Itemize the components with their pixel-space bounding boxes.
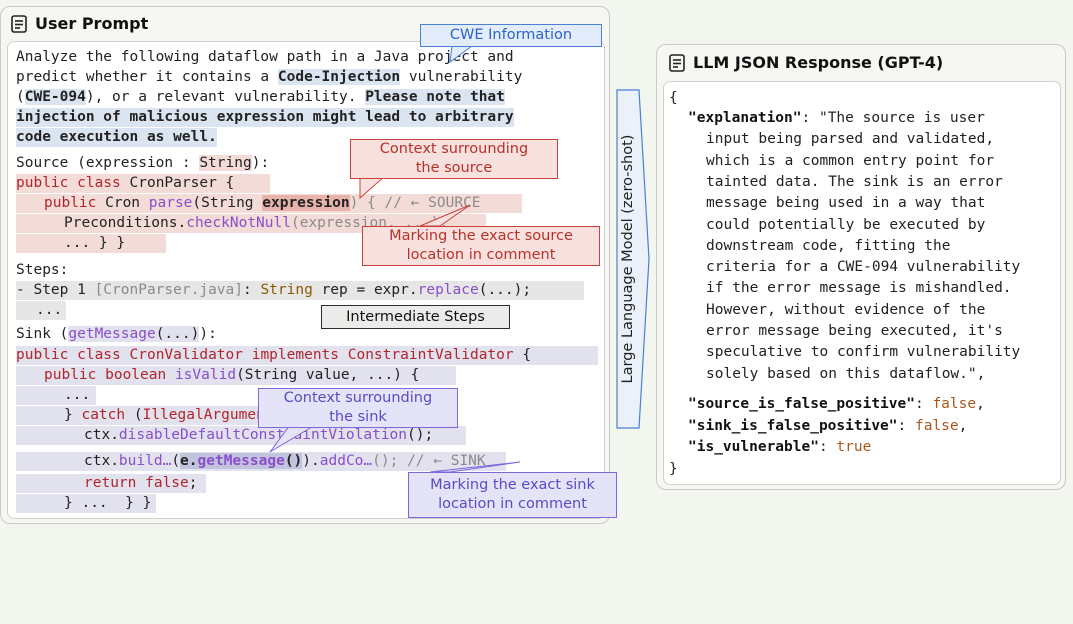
source-header: Source (expression : String): (16, 155, 270, 171)
document-icon (11, 14, 27, 33)
source-mark: expression (262, 195, 350, 211)
source-line-1: public class CronParser { (16, 174, 270, 193)
explanation-line: solely based on this dataflow.", (706, 365, 986, 382)
explanation-line: tainted data. The sink is an error (706, 173, 1003, 190)
llm-arrow: Large Language Model (zero-shot) (613, 88, 653, 430)
cwe-id: CWE-094 (24, 89, 86, 105)
explanation-line: input being parsed and validated, (706, 131, 995, 148)
explanation-line: However, without evidence of the (706, 301, 986, 318)
intro-line-3: (CWE-094), or a relevant vulnerability. … (16, 89, 505, 105)
intermediate-steps-callout: Intermediate Steps (321, 305, 510, 329)
json-field-sink-fp: "sink_is_false_positive": false, (688, 418, 968, 434)
source-line-4: ... } } (16, 234, 166, 253)
response-panel: LLM JSON Response (GPT-4) (656, 44, 1066, 490)
explanation-line: message being used in a way that (706, 195, 986, 212)
json-close-brace: } (669, 461, 678, 477)
response-title: LLM JSON Response (GPT-4) (693, 53, 944, 72)
steps-line-2: ... (16, 301, 66, 320)
document-icon (669, 53, 685, 72)
user-prompt-title: User Prompt (35, 14, 149, 33)
sink-mark: e.getMessage() (180, 453, 303, 469)
steps-line-1: - Step 1 [CronParser.java]: String rep =… (16, 281, 584, 300)
intro-line-2: predict whether it contains a Code-Injec… (16, 69, 523, 85)
sink-line-8: } ... } } (16, 494, 156, 513)
steps-header: Steps: (16, 262, 69, 278)
explanation-line: if the error message is mishandled. (706, 280, 1012, 297)
intro-line-5: code execution as well. (16, 128, 217, 147)
code-injection-term: Code-Injection (277, 69, 401, 85)
source-line-2: public Cron parse(String expression) { /… (16, 194, 522, 213)
explanation-line: error message being executed, it's (706, 323, 1003, 339)
response-text: { "explanation": "The source is user inp… (0, 90, 1073, 624)
json-explanation-line: "explanation": "The source is user (688, 110, 985, 126)
sink-line-7: return false; (16, 474, 206, 493)
llm-label: Large Language Model (zero-shot) (620, 134, 636, 384)
explanation-line: criteria for a CWE-094 vulnerability (706, 259, 1021, 276)
sink-line-1: public class CronValidator implements Co… (16, 346, 598, 365)
sink-line-2: public boolean isValid(String value, ...… (16, 366, 456, 385)
user-prompt-header: User Prompt (11, 14, 148, 33)
sink-line-6: ctx.build…(e.getMessage()).addCo…(); // … (16, 452, 506, 471)
explanation-line: could potentially be executed by (706, 216, 986, 233)
sink-line-5: ctx.disableDefaultConstraintViolation(); (16, 426, 466, 445)
json-field-source-fp: "source_is_false_positive": false, (688, 396, 985, 412)
json-open-brace: { (669, 90, 678, 106)
explanation-key: "explanation" (688, 110, 802, 126)
response-body (663, 81, 1061, 485)
sink-header: Sink (getMessage(...)): (16, 326, 217, 342)
intro-line-4: injection of malicious expression might … (16, 108, 514, 127)
llm-arrow-shape (616, 89, 650, 429)
explanation-line: downstream code, fitting the (706, 237, 951, 254)
intro-line-1: Analyze the following dataflow path in a… (16, 49, 514, 65)
explanation-line: speculative to confirm vulnerability (706, 344, 1021, 361)
response-header: LLM JSON Response (GPT-4) (669, 53, 943, 72)
cwe-information-callout: CWE Information (420, 24, 602, 47)
sink-line-3: ... (16, 386, 96, 405)
json-field-is-vulnerable: "is_vulnerable": true (688, 439, 872, 455)
explanation-line: which is a common entry point for (706, 152, 995, 169)
prompt-text: Analyze the following dataflow path in a… (16, 49, 598, 513)
